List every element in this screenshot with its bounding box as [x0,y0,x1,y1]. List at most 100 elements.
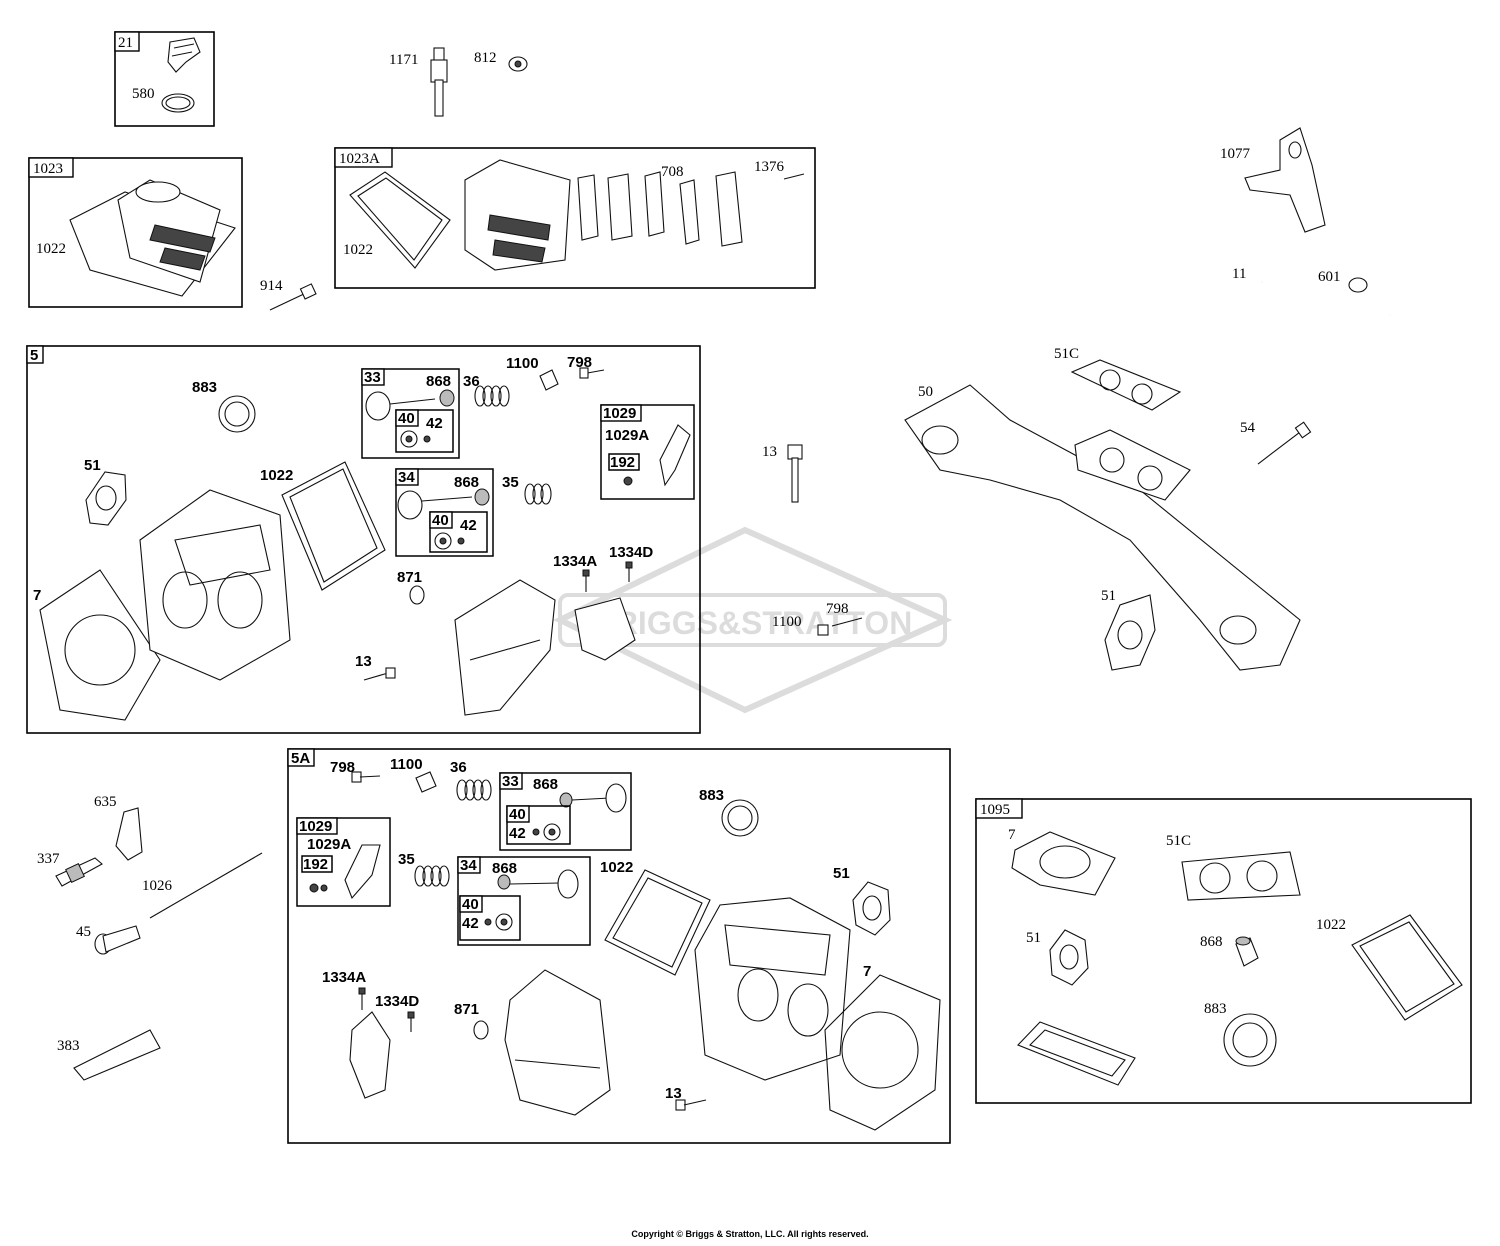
part-13-label: 13 [355,653,372,670]
gasket-1022[interactable] [281,461,386,591]
valve-retainer[interactable] [434,532,465,550]
valve-retainer[interactable] [400,430,431,448]
exhaust-gasket[interactable] [1017,1021,1136,1086]
gasket-1022[interactable] [604,869,711,976]
watermark-text: BRIGGS&STRATTON [592,605,913,641]
screw-13-center[interactable] [787,444,803,503]
gasket-51c[interactable] [1181,851,1301,901]
gasket-708[interactable] [679,179,700,245]
screw-1334d[interactable] [625,561,633,582]
intake-valve[interactable] [365,389,455,421]
part-42-label: 42 [426,415,443,432]
cylinder-head-5a[interactable] [694,897,851,1081]
gasket-51[interactable] [85,471,127,526]
plug-383[interactable] [73,1029,161,1081]
gasket-883[interactable] [218,395,256,433]
pivot-screw-center[interactable] [817,617,863,636]
kit-5a-label: 5A [291,750,310,767]
valve-spring-35[interactable] [414,865,450,887]
part-635-label: 635 [94,794,117,810]
head-gasket-7[interactable] [39,569,161,721]
kit-5: 5 883 51 7 1022 33 86 [26,345,701,734]
kit-21-label: 21 [118,35,133,51]
kit-1029-label: 1029 [603,405,636,422]
valve-cover-1023[interactable] [69,179,236,297]
part-871-label: 871 [454,1001,479,1018]
valve-spring-36[interactable] [456,779,492,801]
exhaust-valve[interactable] [497,869,579,899]
kit-192-label: 192 [610,454,635,471]
valve-spring-36[interactable] [474,385,510,407]
part-13-label: 13 [762,444,777,460]
valve-retainer[interactable] [484,913,513,931]
kit-40-label: 40 [509,806,526,823]
gasket-51-right[interactable] [1104,594,1156,671]
part-337-label: 337 [37,851,60,867]
seal-871[interactable] [409,585,425,605]
part-883-label: 883 [192,379,217,396]
air-guide[interactable] [454,579,556,716]
rocker-arm[interactable] [623,424,691,487]
tappet-45[interactable] [94,925,141,955]
screw-1334d[interactable] [407,1011,415,1032]
clamp-601[interactable] [1348,277,1368,293]
intake-valve[interactable] [559,783,627,813]
screw-1376[interactable] [783,173,805,180]
intake-manifold-50[interactable] [904,384,1301,671]
gasket-883[interactable] [1223,1013,1277,1067]
gasket-1022[interactable] [349,171,451,269]
breather-cover[interactable] [715,171,743,247]
exhaust-valve[interactable] [397,488,490,520]
part-1029a-label: 1029A [307,836,351,853]
screw-798[interactable] [579,367,605,379]
grommet-812[interactable] [508,56,528,72]
gasket-1022[interactable] [1351,914,1463,1021]
screw-1334a[interactable] [358,987,366,1010]
part-51-label: 51 [84,457,101,474]
air-guide[interactable] [504,969,611,1116]
shield[interactable] [349,1011,391,1099]
cylinder-head-5[interactable] [139,489,291,681]
spark-plug-boot-635[interactable] [115,807,143,861]
gasket-51[interactable] [852,881,891,936]
push-rod-1026[interactable] [149,852,263,919]
part-883-label: 883 [699,787,724,804]
valve-cover-1023a[interactable] [464,159,571,271]
part-7-label: 7 [1008,827,1016,843]
part-1100-label: 1100 [506,355,539,372]
valve-retainer[interactable] [532,823,561,841]
gasket-51[interactable] [1049,929,1089,986]
shield[interactable] [574,597,636,661]
breather-hose-11[interactable] [1259,271,1397,352]
part-383-label: 383 [57,1038,80,1054]
o-ring-580[interactable] [161,93,195,113]
kit-21: 21 580 [114,31,215,127]
breather-parts[interactable] [577,171,665,241]
screw-13[interactable] [363,667,396,681]
spark-plug-337[interactable] [55,857,103,887]
oil-fill-cap[interactable] [167,37,201,73]
screw-798[interactable] [351,771,381,783]
gasket-51c-upper[interactable] [1070,359,1182,411]
part-580-label: 580 [132,86,155,102]
pivot-1100[interactable] [539,369,559,391]
valve-seal-868[interactable] [1235,936,1259,967]
bracket-1077[interactable] [1244,127,1326,233]
screw-13[interactable] [675,1099,707,1111]
screw-914[interactable] [269,283,317,311]
screw-54[interactable] [1257,421,1312,465]
rocker-arm[interactable] [309,844,381,900]
head-gasket-7[interactable] [824,974,941,1131]
seal-871[interactable] [473,1020,489,1040]
valve-spring-35[interactable] [524,483,552,505]
gasket-883[interactable] [721,799,759,837]
pivot-1100[interactable] [415,771,437,793]
screw-1334a[interactable] [582,569,590,592]
head-gasket-7[interactable] [1011,831,1116,896]
part-868-label: 868 [492,860,517,877]
part-11-label: 11 [1232,266,1246,282]
breather-tube-1171[interactable] [430,47,448,117]
part-13-label: 13 [665,1085,682,1102]
copyright-notice: Copyright © Briggs & Stratton, LLC. All … [631,1229,869,1239]
